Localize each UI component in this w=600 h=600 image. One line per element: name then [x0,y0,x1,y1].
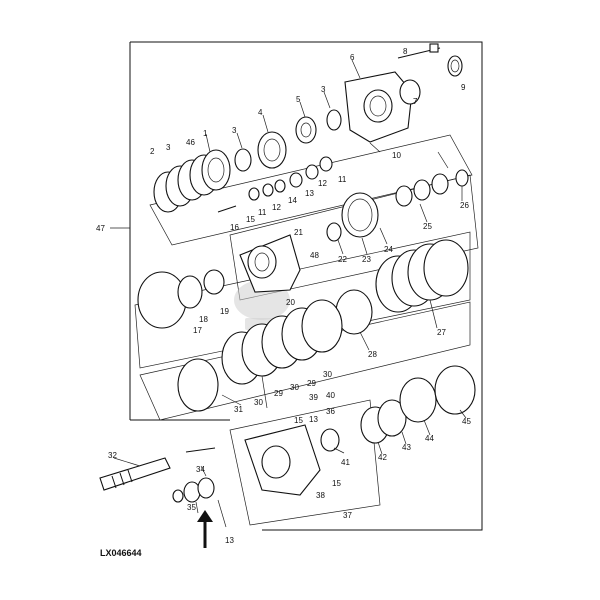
callout-23: 23 [362,255,371,264]
callout-18: 18 [199,315,208,324]
callout-35: 35 [187,503,196,512]
callout-15: 15 [246,215,255,224]
callout-10: 10 [392,151,401,160]
callout-14: 14 [288,196,297,205]
callout-36: 36 [326,407,335,416]
clutch-pack-top [153,149,231,213]
callout-41: 41 [341,458,350,467]
callout-34: 34 [196,465,205,474]
callout-47: 47 [96,224,105,233]
drum-group [137,269,225,329]
input-shaft [99,447,216,503]
callout-1: 1 [203,129,208,138]
callout-11-b: 11 [258,208,267,217]
callout-30-c: 30 [323,370,332,379]
callout-7: 7 [413,97,418,106]
callout-38: 38 [316,491,325,500]
callout-31: 31 [234,405,243,414]
clutch-pack-lower [177,299,343,412]
callout-45: 45 [462,417,471,426]
callout-9: 9 [461,83,466,92]
callout-labels: 2 3 46 1 3 4 5 3 6 8 7 9 10 11 11 12 12 … [96,47,471,545]
callout-25: 25 [423,222,432,231]
callout-3-c: 3 [321,85,326,94]
callout-20: 20 [286,298,295,307]
callout-32: 32 [108,451,117,460]
callout-27: 27 [437,328,446,337]
planetary-carrier-group [239,169,469,293]
callout-29: 29 [274,389,283,398]
callout-43: 43 [402,443,411,452]
callout-11: 11 [338,175,347,184]
leader-lines [113,59,467,528]
callout-21: 21 [294,228,303,237]
spring-pack [335,239,469,335]
figure-code: LX046644 [100,548,142,558]
callout-5: 5 [296,95,301,104]
callout-2: 2 [150,147,155,156]
callout-13-c: 13 [225,536,234,545]
callout-26: 26 [460,201,469,210]
rear-housing-group [344,43,463,143]
callout-13: 13 [305,189,314,198]
callout-24: 24 [384,245,393,254]
callout-48: 48 [310,251,319,260]
callout-6: 6 [350,53,355,62]
callout-15-c: 15 [332,479,341,488]
callout-3-b: 3 [232,126,237,135]
callout-46: 46 [186,138,195,147]
callout-44: 44 [425,434,434,443]
callout-42: 42 [378,453,387,462]
callout-4: 4 [258,108,263,117]
callout-39: 39 [309,393,318,402]
group-boxes [134,134,479,526]
callout-28: 28 [368,350,377,359]
assembly-frame [110,41,483,531]
callout-22: 22 [338,255,347,264]
callout-19: 19 [220,307,229,316]
callout-29-b: 29 [307,379,316,388]
callout-17: 17 [193,326,202,335]
callout-8: 8 [403,47,408,56]
callout-30: 30 [254,398,263,407]
callout-16: 16 [230,223,239,232]
callout-37: 37 [343,511,352,520]
front-housing-group [244,365,476,496]
callout-30-b: 30 [290,383,299,392]
gear-train-group [217,109,342,213]
callout-12-b: 12 [318,179,327,188]
callout-12: 12 [272,203,281,212]
callout-40: 40 [326,391,335,400]
callout-15-b: 15 [294,416,303,425]
arrow-icon [197,510,213,548]
callout-13-b: 13 [309,415,318,424]
callout-3: 3 [166,143,171,152]
